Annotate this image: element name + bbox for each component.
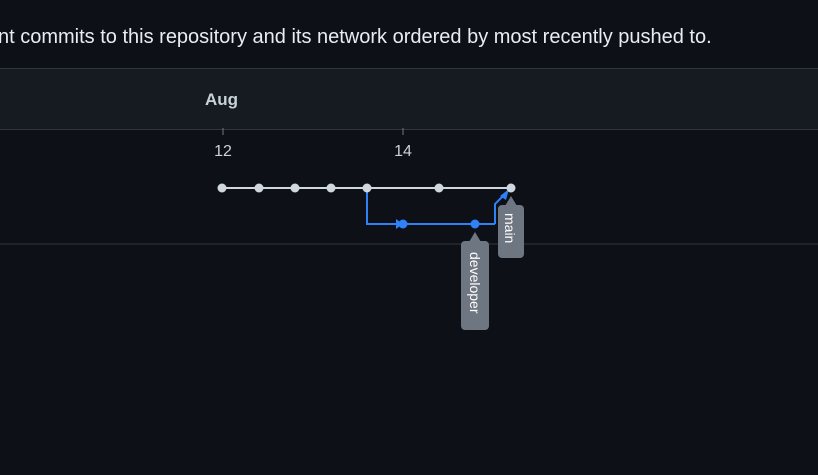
commit-dot[interactable]: [326, 183, 336, 193]
merge-arrow: [500, 189, 509, 200]
month-label: Aug: [205, 90, 239, 109]
commit-graph-svg[interactable]: 12 14 main developer: [0, 68, 818, 475]
month-header: Aug: [0, 68, 818, 130]
network-description: nt commits to this repository and its ne…: [0, 26, 712, 48]
commit-dot[interactable]: [434, 183, 444, 193]
commit-dot[interactable]: [290, 183, 300, 193]
commit-dot[interactable]: [362, 183, 372, 193]
branch-label-developer[interactable]: developer: [461, 232, 489, 330]
developer-branch-fork: [366, 188, 396, 225]
day-label-12: 12: [214, 143, 232, 160]
commit-dot-developer-head[interactable]: [470, 219, 480, 229]
network-graph[interactable]: Aug 12 14 main: [0, 68, 818, 475]
commit-dot[interactable]: [217, 183, 227, 193]
branch-label-main-text: main: [502, 213, 518, 243]
commit-dot[interactable]: [254, 183, 264, 193]
day-label-14: 14: [394, 143, 412, 160]
commit-dot-developer[interactable]: [398, 219, 408, 229]
merge-line: [494, 193, 506, 224]
branch-label-main[interactable]: main: [498, 196, 524, 258]
commit-dot-main-head[interactable]: [506, 183, 516, 193]
branch-label-developer-text: developer: [467, 252, 483, 314]
